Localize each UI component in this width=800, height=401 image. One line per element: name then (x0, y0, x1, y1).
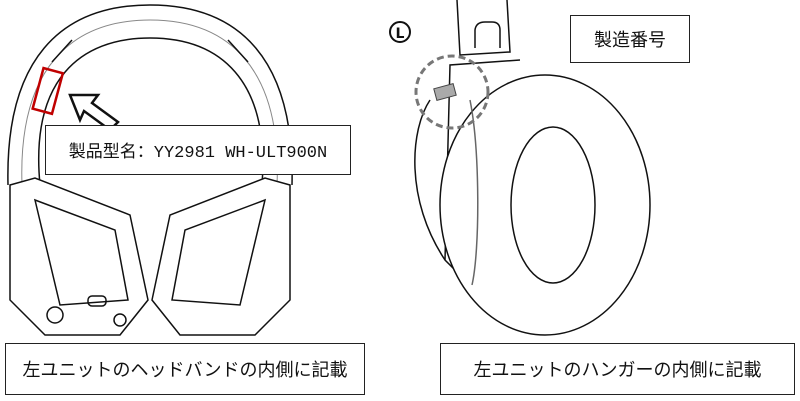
left-headphones (7, 4, 293, 336)
model-label-location-highlight (31, 66, 65, 116)
left-caption: 左ユニットのヘッドバンドの内側に記載 (5, 343, 365, 395)
highlight-circle (414, 54, 490, 130)
right-caption: 左ユニットのハンガーの内側に記載 (440, 343, 795, 395)
side-marker-text: L (396, 26, 405, 42)
serial-label-location (433, 83, 457, 101)
model-name-label: 製品型名：YY2981 WH-ULT900N (45, 125, 351, 175)
left-side-marker: L (389, 21, 411, 43)
serial-number-label: 製造番号 (570, 15, 690, 63)
